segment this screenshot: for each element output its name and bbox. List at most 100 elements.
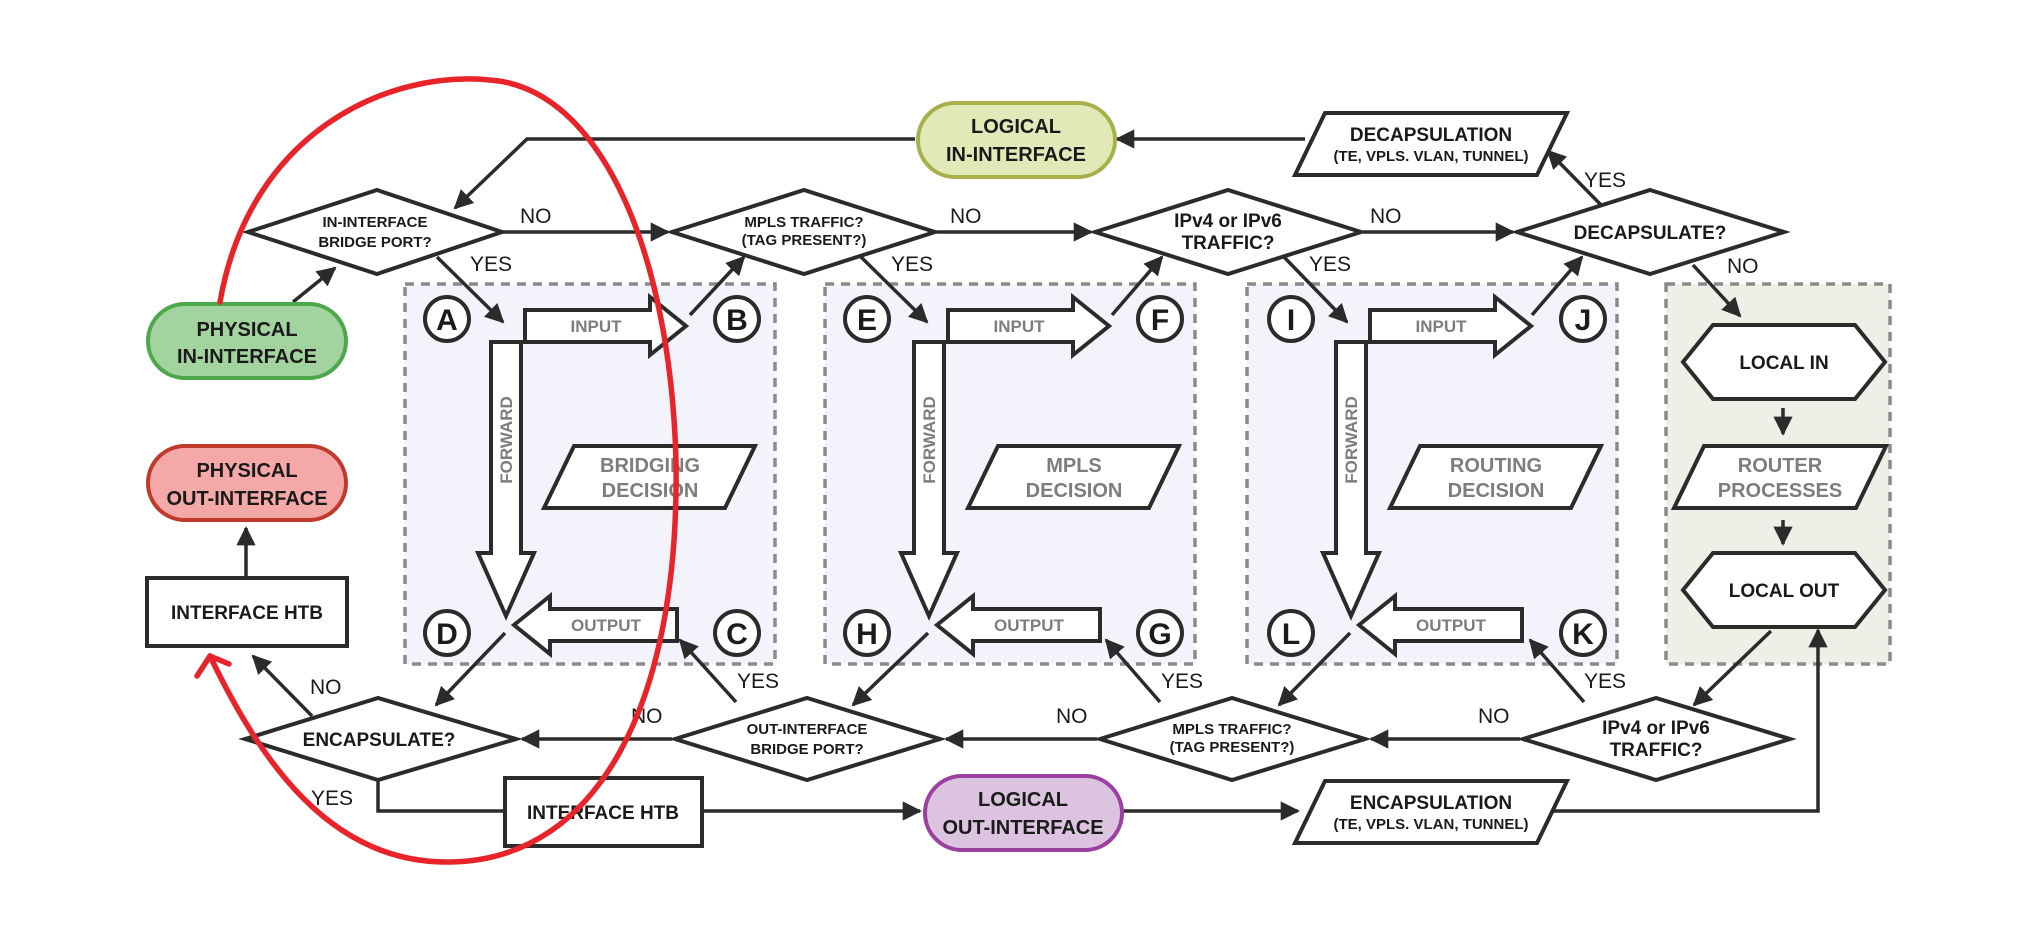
in-bridge-no-label: NO bbox=[520, 205, 552, 228]
ip-in-line2: TRAFFIC? bbox=[1182, 233, 1275, 254]
logical-out-interface-node: LOGICAL OUT-INTERFACE bbox=[923, 774, 1124, 852]
physical-out-interface-node: PHYSICAL OUT-INTERFACE bbox=[146, 444, 348, 522]
point-c: C bbox=[713, 609, 761, 657]
interface-htb-bottom-node: INTERFACE HTB bbox=[503, 776, 704, 848]
point-f: F bbox=[1136, 295, 1184, 343]
ip-out-no-label: NO bbox=[1478, 705, 1510, 728]
point-h: H bbox=[843, 609, 891, 657]
physical-out-line2: OUT-INTERFACE bbox=[166, 488, 327, 510]
mpls-input-label: INPUT bbox=[994, 317, 1046, 336]
physical-out-line1: PHYSICAL bbox=[196, 460, 297, 482]
routing-forward-label: FORWARD bbox=[1342, 396, 1361, 484]
bridging-input-label: INPUT bbox=[571, 317, 623, 336]
mpls-forward-arrow: FORWARD bbox=[897, 340, 961, 621]
point-c-label: C bbox=[726, 618, 748, 651]
local-out-node: LOCAL OUT bbox=[1680, 551, 1888, 629]
encapsulate-yes-label: YES bbox=[311, 787, 353, 810]
ip-in-line1: IPv4 or IPv6 bbox=[1174, 211, 1282, 232]
mpls-in-decision: MPLS TRAFFIC? (TAG PRESENT?) bbox=[665, 187, 942, 277]
point-l: L bbox=[1267, 609, 1315, 657]
encapsulate-decision: ENCAPSULATE? bbox=[238, 695, 524, 783]
routing-decision-line2: DECISION bbox=[1448, 480, 1545, 502]
local-in-node: LOCAL IN bbox=[1680, 323, 1888, 401]
point-e: E bbox=[843, 295, 891, 343]
point-i-label: I bbox=[1287, 304, 1295, 337]
router-processes-line1: ROUTER bbox=[1738, 455, 1823, 477]
mpls-in-no-label: NO bbox=[950, 205, 982, 228]
point-a-label: A bbox=[436, 304, 458, 337]
logical-out-line2: OUT-INTERFACE bbox=[942, 817, 1103, 839]
interface-htb-left-node: INTERFACE HTB bbox=[145, 576, 349, 648]
mpls-out-line1: MPLS TRAFFIC? bbox=[1172, 721, 1291, 738]
interface-htb-left-label: INTERFACE HTB bbox=[171, 603, 323, 624]
ip-in-decision: IPv4 or IPv6 TRAFFIC? bbox=[1088, 187, 1368, 277]
mpls-decision-node: MPLS DECISION bbox=[964, 444, 1183, 510]
point-e-label: E bbox=[857, 304, 877, 337]
routing-forward-arrow: FORWARD bbox=[1319, 340, 1383, 621]
ip-in-yes-label: YES bbox=[1309, 253, 1351, 276]
bridging-output-label: OUTPUT bbox=[571, 616, 642, 635]
point-g-label: G bbox=[1148, 618, 1171, 651]
mpls-out-yes-label: YES bbox=[1161, 670, 1203, 693]
mpls-in-yes-label: YES bbox=[891, 253, 933, 276]
out-bridge-port-line1: OUT-INTERFACE bbox=[747, 721, 868, 738]
out-bridge-port-line2: BRIDGE PORT? bbox=[750, 741, 863, 758]
bridging-input-arrow: INPUT bbox=[523, 292, 690, 360]
mpls-out-decision: MPLS TRAFFIC? (TAG PRESENT?) bbox=[1093, 695, 1372, 783]
logical-in-line1: LOGICAL bbox=[971, 116, 1061, 138]
mpls-out-no-label: NO bbox=[1056, 705, 1088, 728]
logical-in-line2: IN-INTERFACE bbox=[946, 144, 1086, 166]
encapsulate-label: ENCAPSULATE? bbox=[303, 730, 456, 751]
point-j-label: J bbox=[1575, 304, 1592, 337]
routing-output-arrow: OUTPUT bbox=[1355, 591, 1524, 659]
mpls-output-arrow: OUTPUT bbox=[933, 591, 1102, 659]
mpls-forward-label: FORWARD bbox=[920, 396, 939, 484]
point-f-label: F bbox=[1151, 304, 1169, 337]
routing-input-label: INPUT bbox=[1416, 317, 1468, 336]
mpls-decision-line2: DECISION bbox=[1026, 480, 1123, 502]
local-out-label: LOCAL OUT bbox=[1729, 581, 1840, 602]
mpls-input-arrow: INPUT bbox=[946, 292, 1113, 360]
encapsulation-line2: (TE, VPLS. VLAN, TUNNEL) bbox=[1334, 816, 1529, 833]
ip-in-no-label: NO bbox=[1370, 205, 1402, 228]
out-bridge-port-decision: OUT-INTERFACE BRIDGE PORT? bbox=[668, 695, 947, 783]
mpls-in-line2: (TAG PRESENT?) bbox=[742, 232, 867, 249]
decapsulation-line2: (TE, VPLS. VLAN, TUNNEL) bbox=[1334, 148, 1529, 165]
logical-out-line1: LOGICAL bbox=[978, 789, 1068, 811]
ip-out-line1: IPv4 or IPv6 bbox=[1602, 718, 1710, 739]
physical-in-line1: PHYSICAL bbox=[196, 319, 297, 341]
out-bridge-yes-label: YES bbox=[737, 670, 779, 693]
interface-htb-bottom-label: INTERFACE HTB bbox=[527, 803, 679, 824]
encapsulation-line1: ENCAPSULATION bbox=[1350, 793, 1512, 814]
ip-out-line2: TRAFFIC? bbox=[1610, 740, 1703, 761]
point-h-label: H bbox=[856, 618, 878, 651]
point-k: K bbox=[1559, 609, 1607, 657]
routing-output-label: OUTPUT bbox=[1416, 616, 1487, 635]
mpls-out-line2: (TAG PRESENT?) bbox=[1170, 739, 1295, 756]
encapsulation-node: ENCAPSULATION (TE, VPLS. VLAN, TUNNEL) bbox=[1291, 779, 1571, 845]
in-bridge-port-line1: IN-INTERFACE bbox=[323, 214, 428, 231]
mpls-in-line1: MPLS TRAFFIC? bbox=[744, 214, 863, 231]
point-j: J bbox=[1559, 295, 1607, 343]
bridging-forward-label: FORWARD bbox=[497, 396, 516, 484]
in-bridge-yes-label: YES bbox=[470, 253, 512, 276]
decapsulate-label: DECAPSULATE? bbox=[1574, 223, 1727, 244]
mpls-output-label: OUTPUT bbox=[994, 616, 1065, 635]
in-bridge-port-line2: BRIDGE PORT? bbox=[318, 234, 431, 251]
physical-in-interface-node: PHYSICAL IN-INTERFACE bbox=[146, 302, 348, 380]
red-highlight-ellipse bbox=[194, 76, 679, 865]
routing-decision-line1: ROUTING bbox=[1450, 455, 1542, 477]
router-processes-line2: PROCESSES bbox=[1718, 480, 1842, 502]
decapsulate-decision: DECAPSULATE? bbox=[1510, 187, 1791, 277]
point-i: I bbox=[1267, 295, 1315, 343]
mpls-decision-line1: MPLS bbox=[1046, 455, 1102, 477]
point-b-label: B bbox=[726, 304, 748, 337]
decapsulate-no-label: NO bbox=[1727, 255, 1759, 278]
point-d-label: D bbox=[436, 618, 458, 651]
bridging-decision-node: BRIDGING DECISION bbox=[540, 444, 759, 510]
point-a: A bbox=[423, 295, 471, 343]
in-bridge-port-decision: IN-INTERFACE BRIDGE PORT? bbox=[241, 187, 509, 277]
encapsulate-no-label: NO bbox=[310, 676, 342, 699]
bridging-decision-line2: DECISION bbox=[602, 480, 699, 502]
